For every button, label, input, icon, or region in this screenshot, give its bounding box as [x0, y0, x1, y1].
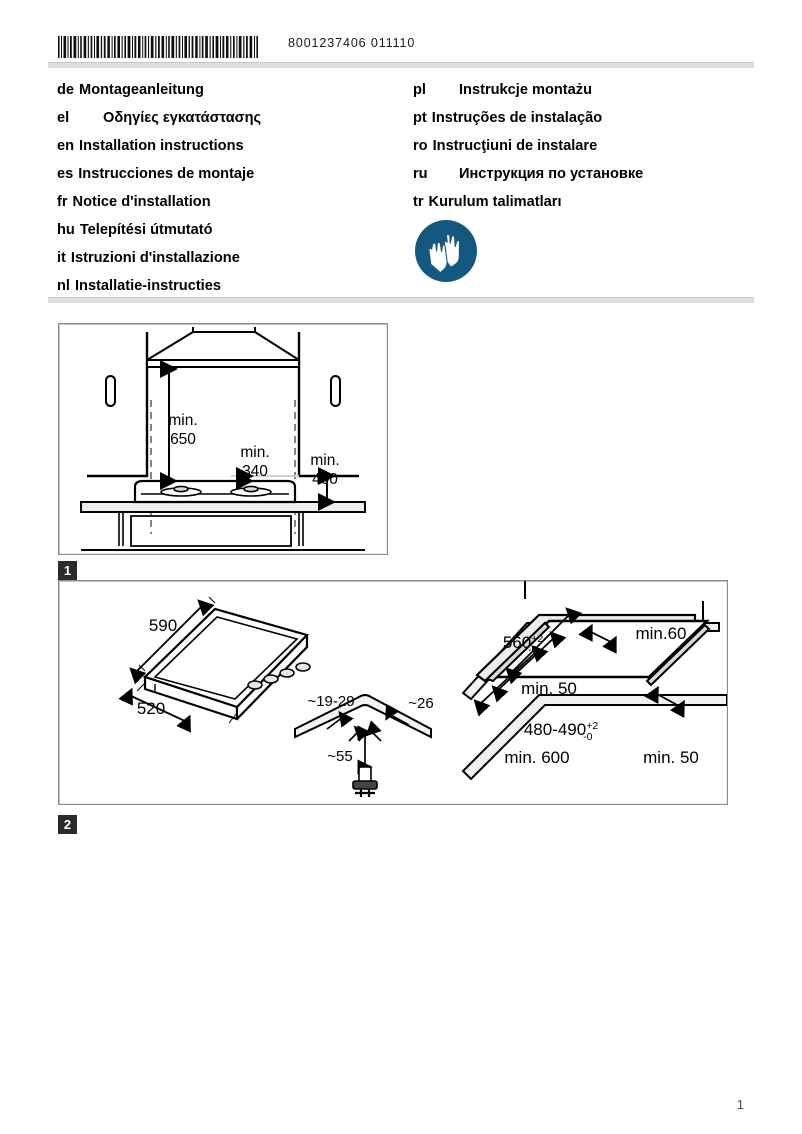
language-item-ro: ro Instrucţiuni de instalare [413, 132, 743, 160]
language-title: Installation instructions [79, 138, 244, 154]
document-number: 8001237406 011110 [288, 36, 416, 50]
svg-text:480-490+2-0: 480-490+2-0 [524, 720, 599, 743]
language-title: Instruções de instalação [431, 110, 603, 126]
dim-cutout-depth: 480-490+2-0 [524, 720, 599, 743]
language-item-en: en Installation instructions [57, 132, 397, 160]
language-title: Instrukcje montażu [459, 82, 592, 98]
language-code: ro [413, 138, 428, 154]
dim-rear-line2: 400 [312, 471, 338, 488]
dim-cutout-width: 560+2-0 [503, 633, 544, 656]
header-divider-top [48, 62, 754, 68]
language-code: nl [57, 278, 70, 294]
language-title: Instrucciones de montaje [78, 166, 255, 182]
dim-side-line2: 340 [242, 463, 268, 480]
figure-2-badge: 2 [58, 815, 77, 834]
language-code: tr [413, 194, 424, 210]
language-item-hu: hu Telepítési útmutató [57, 216, 397, 244]
language-title: Installatie-instructies [74, 278, 221, 294]
language-item-tr: tr Kurulum talimatları [413, 188, 743, 216]
figure-1-badge: 1 [58, 561, 77, 580]
language-title: Οδηγίες εγκατάστασης [103, 110, 262, 126]
language-title: Kurulum talimatları [428, 194, 562, 210]
language-item-it: it Istruzioni d'installazione [57, 244, 397, 272]
dim-hob-depth: 520 [137, 699, 165, 718]
language-code: hu [57, 222, 75, 238]
language-item-pt: pt Instruções de instalação [413, 104, 743, 132]
language-code: it [57, 250, 66, 266]
dim-hood-height-line1: min. [168, 412, 197, 429]
language-item-ru: ru Инструкция по установке [413, 160, 743, 188]
dim-hood-height-line2: 650 [170, 431, 196, 448]
language-code: pt [413, 110, 427, 126]
language-code: el [57, 110, 70, 126]
language-code: es [57, 166, 74, 182]
page-number: 1 [736, 1097, 744, 1112]
dim-edge-thickness: ~26 [408, 695, 433, 712]
language-code: de [57, 82, 75, 98]
language-title: Montageanleitung [79, 82, 204, 98]
language-title: Инструкция по установке [459, 166, 644, 182]
language-item-es: es Instrucciones de montaje [57, 160, 397, 188]
language-code: en [57, 138, 75, 154]
language-list-right: pl Instrukcje montażu pt Instruções de i… [413, 76, 743, 216]
language-code: ru [413, 166, 428, 182]
wear-protective-gloves-icon [415, 220, 477, 282]
language-title: Telepítési útmutató [79, 222, 213, 238]
figure-1-clearances: min. 650 min. 340 min. 400 [58, 323, 388, 555]
dim-rear-line1: min. [310, 452, 339, 469]
language-title: Instrucţiuni de instalare [432, 138, 598, 154]
dim-connector-depth: ~55 [327, 748, 352, 765]
dim-min-rear-depth: min. 600 [504, 748, 569, 767]
dim-min-front: min. 50 [521, 679, 577, 698]
language-item-el: el Οδηγίες εγκατάστασης [57, 104, 397, 132]
dim-edge-range: ~19-29 [307, 693, 354, 710]
language-item-fr: fr Notice d'installation [57, 188, 397, 216]
language-title: Notice d'installation [72, 194, 211, 210]
language-item-nl: nl Installatie-instructies [57, 272, 397, 300]
language-list-left: de Montageanleitung el Οδηγίες εγκατάστα… [57, 76, 397, 300]
document-header: 8001237406 011110 [58, 34, 758, 60]
language-code: pl [413, 82, 426, 98]
language-item-de: de Montageanleitung [57, 76, 397, 104]
figure-2-dimensions: 590 520 ~19-29 ~26 ~55 [58, 580, 728, 805]
dim-min-back: min.60 [635, 624, 686, 643]
header-divider-bottom [48, 297, 754, 303]
svg-text:560+2-0: 560+2-0 [503, 633, 544, 656]
barcode [58, 36, 258, 58]
dim-min-side: min. 50 [643, 748, 699, 767]
dim-hob-width: 590 [149, 616, 177, 635]
language-title: Istruzioni d'installazione [70, 250, 240, 266]
dim-side-line1: min. [240, 444, 269, 461]
language-item-pl: pl Instrukcje montażu [413, 76, 743, 104]
language-code: fr [57, 194, 68, 210]
